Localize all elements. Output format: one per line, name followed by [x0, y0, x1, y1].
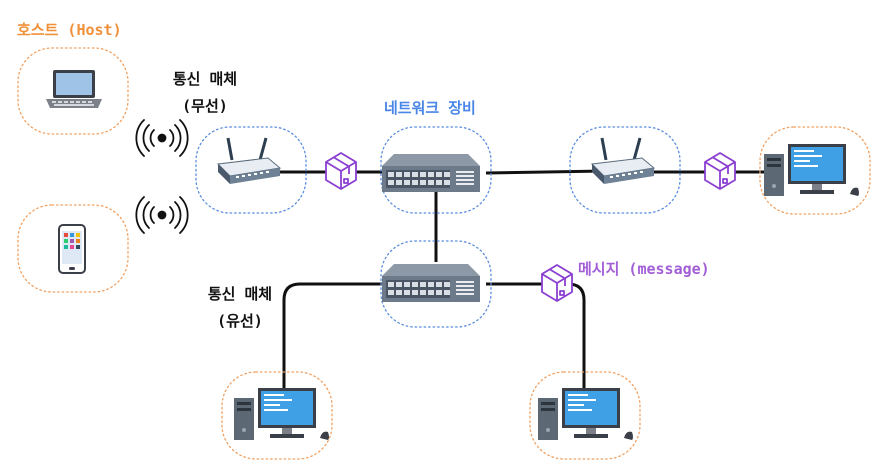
smartphone-icon — [58, 224, 86, 274]
message-package-icon-3 — [541, 264, 573, 302]
pc-bottomright-icon — [538, 388, 633, 440]
pc-right-icon — [764, 144, 859, 196]
pc-left-icon — [234, 388, 329, 440]
router-left-icon — [216, 136, 282, 186]
switch-top-icon — [382, 154, 480, 192]
link-switch2-pc-left — [282, 282, 390, 398]
pc-right-host-boundary — [759, 126, 871, 215]
wireless-medium-line1: 통신 매체 — [172, 70, 238, 88]
router-right-icon — [590, 136, 656, 186]
message-package-icon-1 — [325, 152, 357, 190]
host-label: 호스트 (Host) — [17, 21, 122, 39]
router-left-boundary — [195, 126, 307, 214]
switch-bottom-icon — [382, 264, 480, 302]
laptop-host-boundary — [17, 47, 129, 135]
links — [258, 169, 768, 398]
wireless-signal-laptop-icon — [135, 119, 189, 157]
wired-medium-line1: 통신 매체 — [207, 285, 273, 303]
wireless-signal-phone-icon — [135, 196, 189, 234]
wireless-medium-label: 통신 매체 (무선) — [164, 68, 246, 116]
phone-host-boundary — [17, 204, 129, 293]
wireless-medium-line2: (무선) — [182, 97, 228, 115]
wired-medium-line2: (유선) — [217, 312, 263, 330]
wired-medium-label: 통신 매체 (유선) — [199, 283, 281, 331]
message-package-icon-2 — [704, 152, 736, 190]
link-switch2-pc-bottomright — [486, 282, 586, 398]
pc-left-host-boundary — [221, 371, 333, 460]
switch-bottom-boundary — [380, 240, 492, 328]
laptop-icon — [46, 70, 102, 108]
router-right-boundary — [569, 126, 681, 214]
network-equipment-label: 네트워크 장비 — [384, 99, 476, 117]
pc-bottomright-host-boundary — [529, 371, 641, 460]
link-switch1-router2 — [485, 169, 606, 175]
message-label: 메시지 (message) — [578, 260, 710, 278]
switch-top-boundary — [380, 126, 492, 214]
